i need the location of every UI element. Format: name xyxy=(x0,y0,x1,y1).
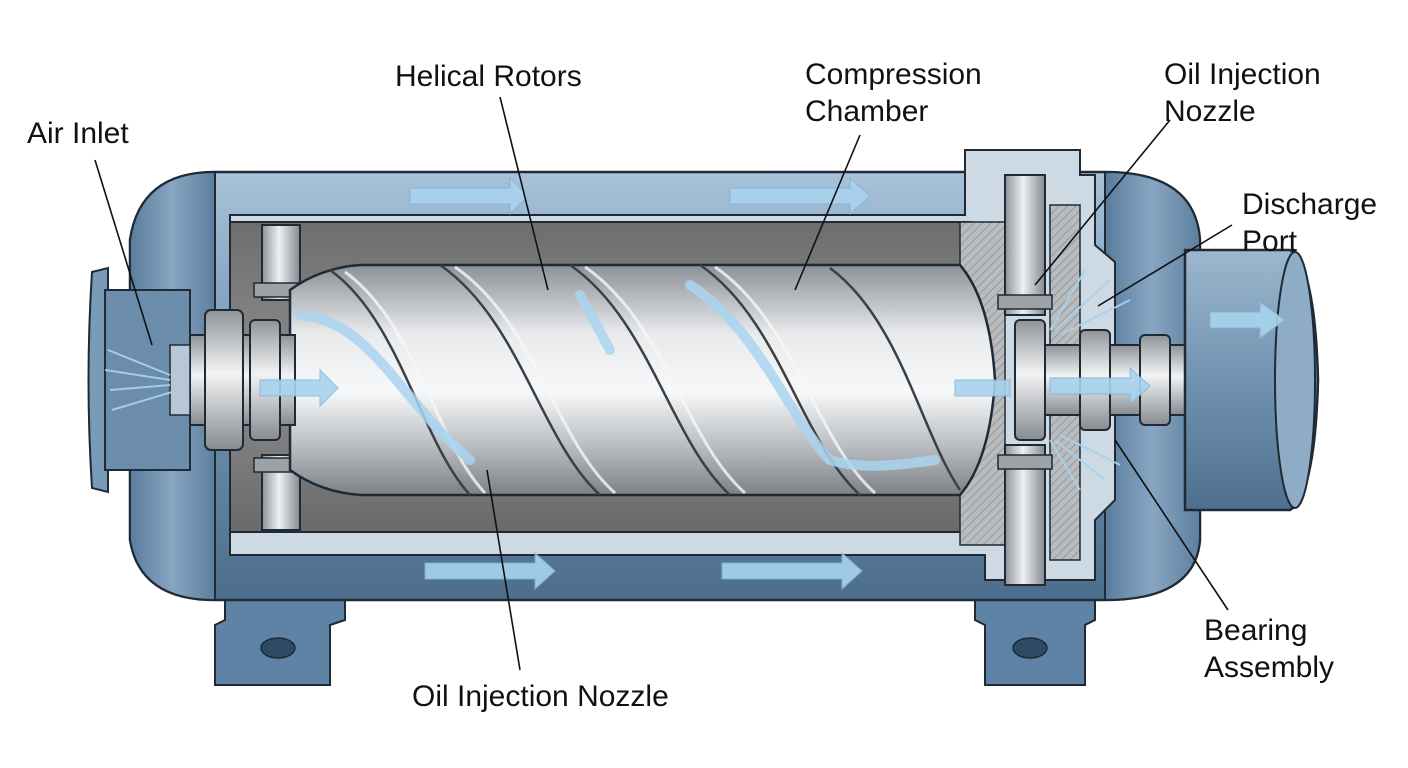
leader-bearing-assembly xyxy=(1114,439,1229,611)
leader-discharge-port xyxy=(1097,224,1233,307)
discharge-housing xyxy=(1183,248,1320,512)
leader-compression-chamber xyxy=(794,134,861,291)
oil-spray-jets xyxy=(104,269,1131,491)
leader-oil-nozzle-bottom xyxy=(486,469,521,671)
leader-lines xyxy=(94,96,1233,671)
left-shaft xyxy=(174,309,296,451)
label-oil-injection-nozzle-bottom: Oil Injection Nozzle xyxy=(412,680,669,713)
label-compression-chamber: Compression Chamber xyxy=(805,58,982,128)
leader-helical-rotors xyxy=(499,96,549,291)
airflow-arrows xyxy=(259,176,1286,591)
label-helical-rotors: Helical Rotors xyxy=(395,60,582,93)
air-inlet-flange xyxy=(87,266,191,494)
label-air-inlet: Air Inlet xyxy=(27,117,129,150)
label-discharge-port: Discharge Port xyxy=(1242,188,1378,258)
leader-oil-nozzle-top xyxy=(1034,119,1171,286)
mounting-foot-left xyxy=(214,574,346,686)
label-bearing-assembly: Bearing Assembly xyxy=(1204,614,1335,684)
leader-air-inlet xyxy=(94,159,153,346)
oil-injection-nozzle-right xyxy=(997,174,1053,586)
mounting-foot-right xyxy=(974,574,1096,686)
airflow-streams xyxy=(295,280,940,471)
label-oil-injection-nozzle-top: Oil Injection Nozzle xyxy=(1164,58,1321,128)
